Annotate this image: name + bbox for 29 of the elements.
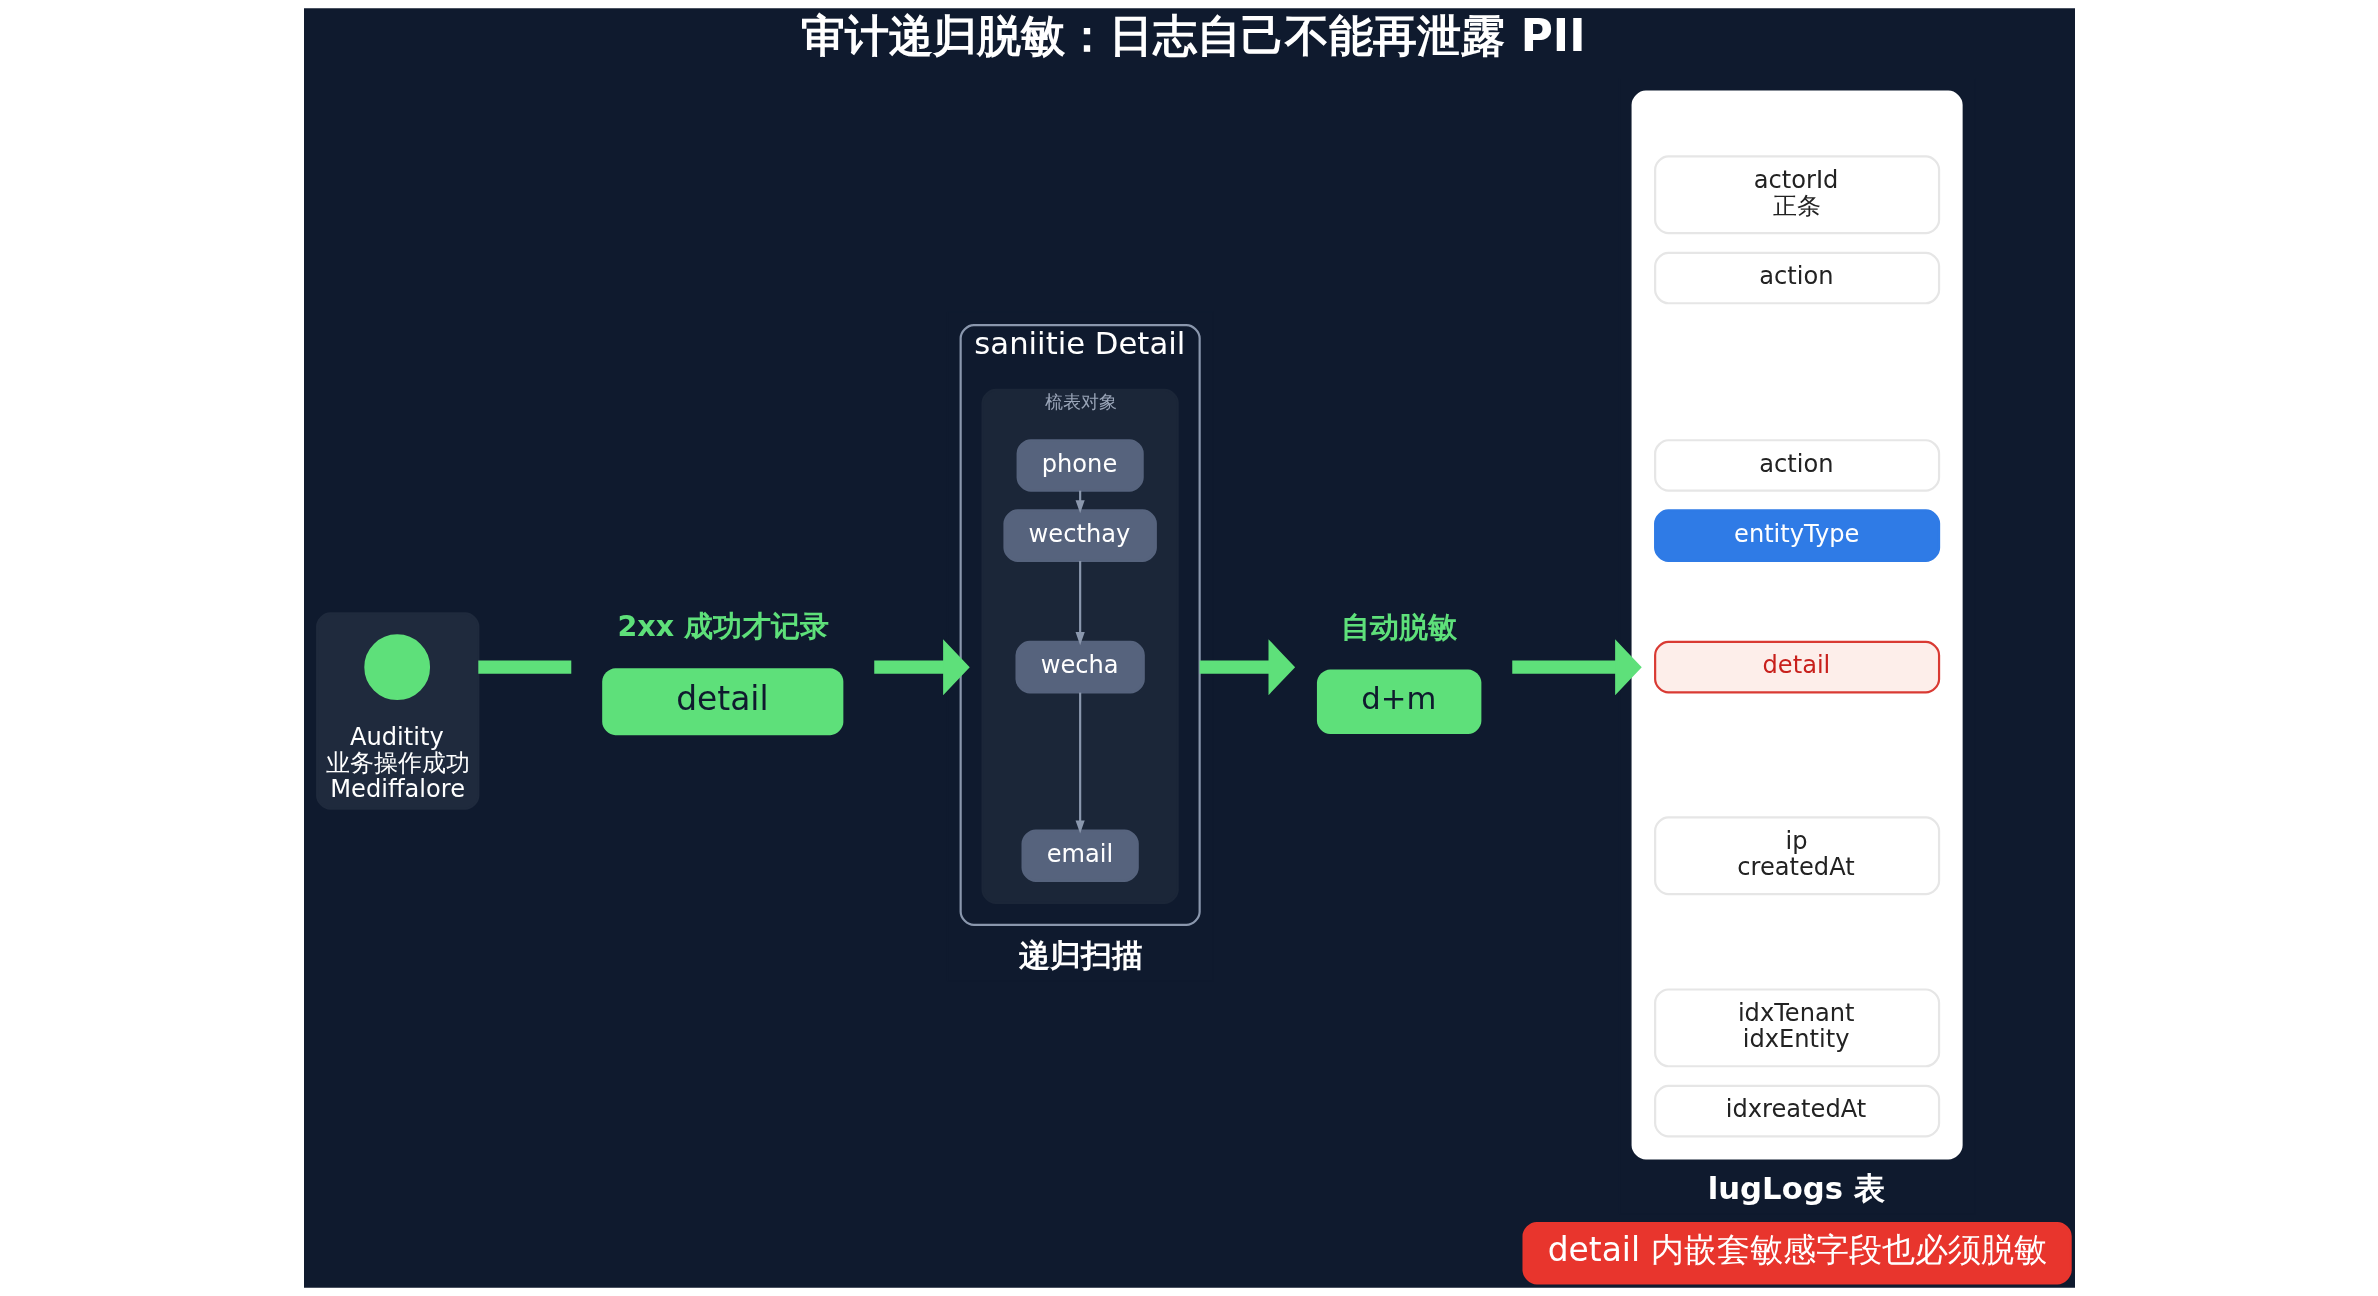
diagram-title: 审计递归脱敏：日志自己不能再泄露 PII [800,10,1585,62]
node-box: d+m [1316,669,1481,735]
cluster: Auditity 业务操作成功 Mediffalore [315,612,479,810]
arrow [1199,639,1295,696]
node-circle [363,634,430,701]
node-label: lugLogs 表 [1707,1171,1885,1207]
node-label: 2xx 成功才记录 [617,610,829,644]
node-box: actorId 正条 [1653,155,1940,235]
node-box: ip createdAt [1653,816,1940,896]
node-box: action [1653,439,1940,492]
node-box: detail [601,668,843,736]
arrow [1511,639,1642,696]
node-label: 自动脱敏 [1340,611,1457,645]
node-box: action [1653,251,1940,305]
node-box: phone [1016,439,1144,492]
node-box: detail 内嵌套敏感字段也必须脱敏 [1522,1221,2072,1285]
node-box: wecthay [1002,509,1157,562]
node-box: entityType [1653,509,1940,562]
arrow [1075,692,1085,834]
node-box: wecha [1014,640,1145,694]
arrow [873,639,970,696]
node-box: email [1021,829,1139,883]
node-box: detail [1653,640,1940,694]
node-box: idxreatedAt [1653,1084,1940,1138]
cluster [1631,90,1963,1160]
connector [477,660,571,674]
node-label: 递归扫描 [1018,937,1143,973]
node-box: idxTenant idxEntity [1653,988,1940,1068]
arrow [1075,561,1085,646]
